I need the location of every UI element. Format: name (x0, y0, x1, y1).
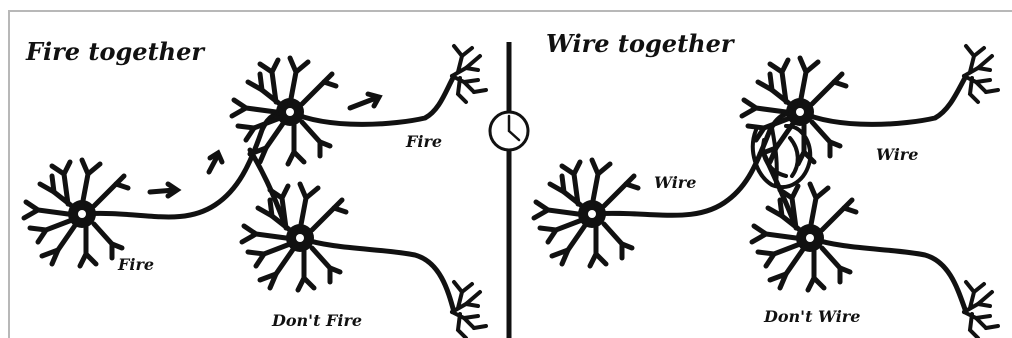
right-bottom-neuron-label: Don't Wire (763, 307, 860, 326)
clock-icon (490, 112, 528, 150)
left-top-axon-terminal (452, 46, 486, 102)
left-bottom-neuron (242, 184, 346, 290)
right-top-neuron-label: Wire (876, 145, 918, 164)
right-panel-title: Wire together (546, 29, 736, 58)
left-top-neuron (232, 58, 336, 164)
left-panel-title: Fire together (25, 37, 206, 66)
left-top-neuron-label: Fire (405, 132, 442, 151)
left-input-neuron-label: Fire (117, 255, 154, 274)
left-bottom-axon-terminal (452, 282, 486, 338)
right-input-neuron-label: Wire (654, 173, 696, 192)
right-top-axon-terminal (964, 46, 998, 102)
right-bottom-neuron (752, 184, 856, 290)
right-bottom-axon-terminal (964, 282, 998, 338)
left-bottom-neuron-label: Don't Fire (271, 311, 362, 330)
